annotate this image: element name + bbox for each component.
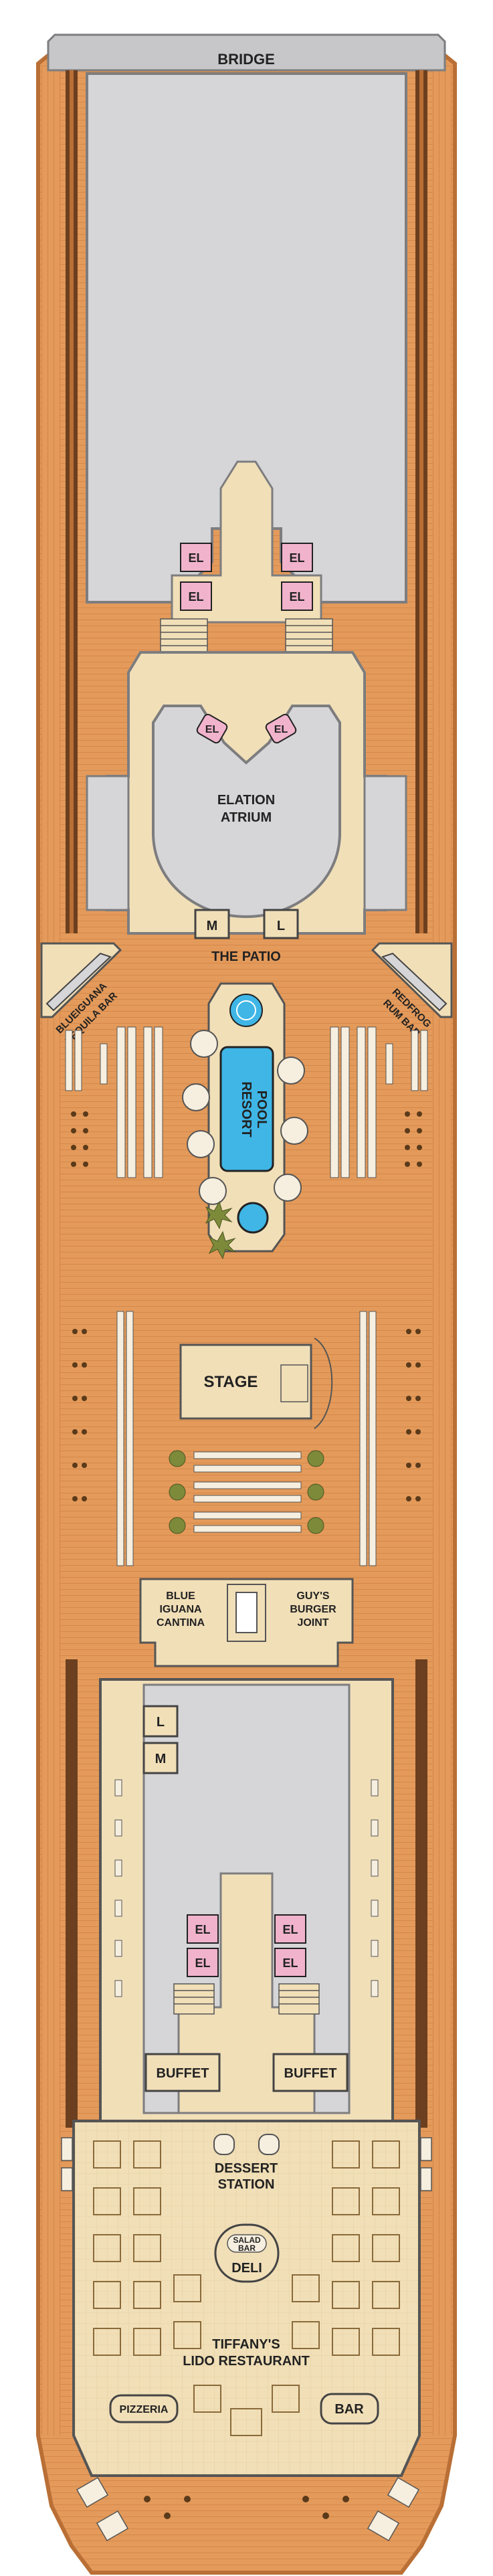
ladies-restroom-label: L [277, 919, 285, 933]
tiffanys-label: LIDO RESTAURANT [183, 2354, 310, 2369]
bar-label: BAR [334, 2402, 364, 2417]
plant-icon [169, 1450, 324, 1534]
port-railing-inner [70, 70, 74, 933]
starboard-loungers [330, 1026, 377, 1178]
blue-iguana-cantina-label: IGUANA [159, 1604, 202, 1615]
bridge-label: BRIDGE [217, 51, 275, 68]
buffet-label: BUFFET [284, 2066, 337, 2081]
aft-pool-loungers [193, 1451, 302, 1533]
aft-side-tables [114, 1779, 379, 1997]
resort-pool [219, 1046, 274, 1172]
umbrellas [182, 1030, 308, 1205]
buffet-port [144, 2053, 221, 2092]
booth-seating [61, 2137, 432, 2191]
stern-seating [76, 2476, 420, 2542]
dessert-station-fixtures [213, 2134, 280, 2155]
port-walkway [41, 67, 60, 2435]
elevator-label: EL [282, 1956, 298, 1970]
deli-label: DELI [231, 2261, 262, 2276]
stern-tables [144, 2496, 349, 2519]
dessert-station-label: DESSERT [215, 2161, 278, 2176]
resort-pool-label: RESORT [239, 1081, 254, 1137]
mens-restroom-label: M [155, 1752, 167, 1766]
stage-stairs [280, 1364, 308, 1402]
lido-bar [320, 2393, 379, 2425]
salad-bar-label: SALAD [233, 2235, 261, 2245]
mid-deck-tables [72, 1329, 421, 1501]
tiffanys-label: TIFFANY'S [212, 2337, 280, 2352]
dessert-station-label: STATION [218, 2177, 275, 2192]
stage-ramp [314, 1338, 333, 1429]
elevator-label: EL [195, 1923, 210, 1936]
pizzeria [109, 2394, 179, 2423]
forward-elevators: EL EL EL EL [180, 543, 313, 611]
mid-side-loungers [116, 1311, 377, 1566]
atrium-side-gray-port [86, 775, 130, 911]
atrium-elevators: EL EL [196, 713, 297, 744]
redfrog-bar-counter [381, 952, 448, 1012]
deck-tables [71, 1111, 422, 1167]
forward-stairs [160, 618, 333, 653]
aft-starboard-railing [415, 1659, 427, 2128]
ladies-restroom [142, 1705, 179, 1738]
starboard-railing-inner [419, 70, 423, 933]
elation-atrium-label: ELATION [217, 793, 275, 808]
mens-restroom-label: M [207, 919, 218, 933]
mens-restroom [194, 909, 230, 939]
bridge-area [47, 33, 446, 72]
salad-bar-label: BAR [238, 2243, 256, 2253]
port-loungers [116, 1026, 163, 1178]
whirlpool-forward [229, 994, 263, 1027]
guys-burger-joint-label: GUY'S [296, 1590, 329, 1602]
side-loungers [65, 1030, 428, 1091]
elevator-label: EL [282, 1923, 298, 1936]
elevator-label: EL [205, 724, 219, 735]
mens-restroom [142, 1742, 179, 1774]
buffet-starboard [272, 2053, 349, 2092]
atrium-side-gray-starboard [363, 775, 407, 911]
blue-iguana-cantina-label: CANTINA [157, 1617, 205, 1629]
aft-port-railing [66, 1659, 78, 2128]
stage-label: STAGE [204, 1373, 258, 1391]
whirlpool-aft [237, 1202, 269, 1234]
guys-burger-joint-label: BURGER [290, 1604, 336, 1615]
aft-stairs [173, 1983, 320, 2015]
elevator-label: EL [274, 724, 288, 735]
plant-icon [205, 1200, 236, 1260]
ladies-restroom-label: L [157, 1715, 165, 1730]
blue-iguana-cantina-label: BLUE [166, 1590, 195, 1602]
starboard-walkway [433, 67, 452, 2435]
pizzeria-label: PIZZERIA [120, 2404, 169, 2415]
elevator-label: EL [188, 551, 203, 565]
elation-atrium-label: ATRIUM [221, 810, 272, 825]
blue-iguana-bar-counter [45, 952, 112, 1012]
the-patio-label: THE PATIO [211, 949, 281, 964]
elevator-label: EL [289, 551, 304, 565]
ladies-restroom [263, 909, 299, 939]
resort-pool-label: POOL [254, 1091, 269, 1129]
aft-elevators: EL EL EL EL [187, 1914, 306, 1977]
elevator-label: EL [289, 590, 304, 604]
guys-burger-joint-label: JOINT [297, 1617, 328, 1629]
elevator-label: EL [195, 1956, 210, 1970]
elevator-label: EL [188, 590, 203, 604]
buffet-label: BUFFET [157, 2066, 209, 2081]
dining-tables [93, 2140, 400, 2436]
